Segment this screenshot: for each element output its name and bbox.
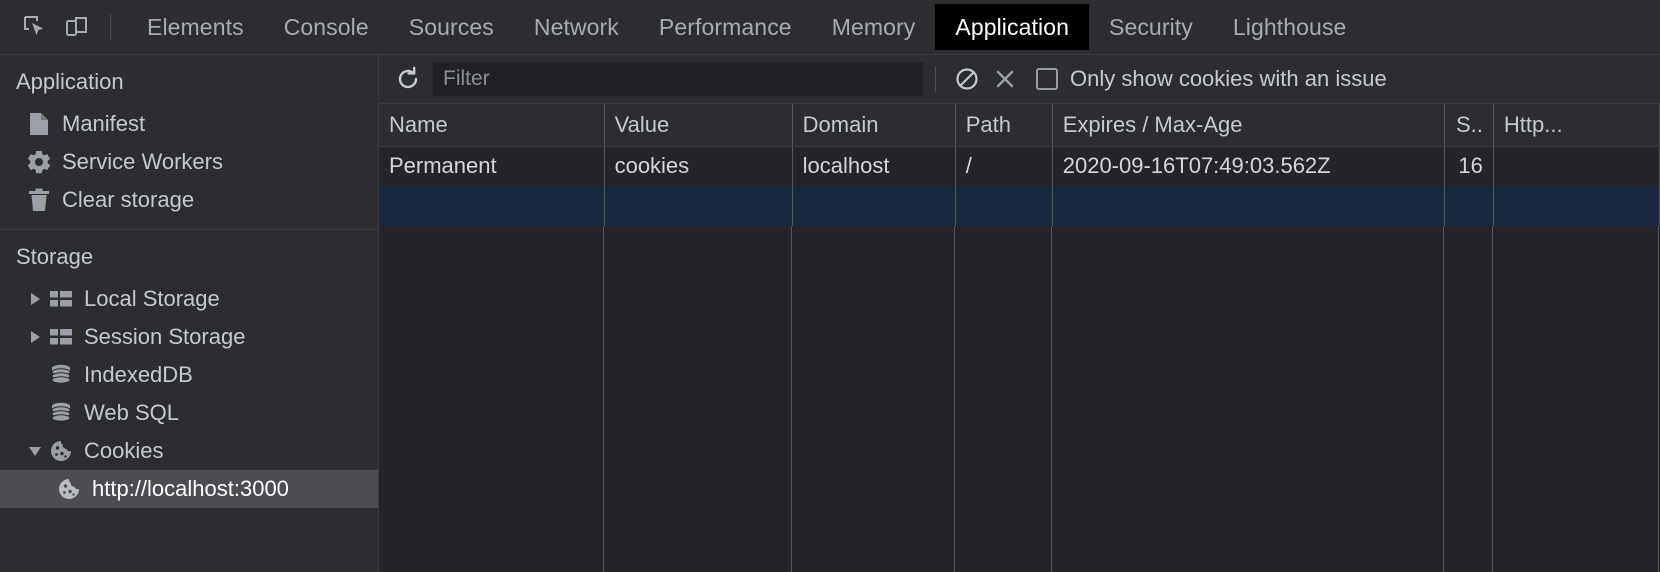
column-header-path[interactable]: Path xyxy=(955,104,1053,147)
chevron-right-icon[interactable] xyxy=(24,293,46,305)
database-icon xyxy=(46,401,76,425)
sidebar-item-label: Manifest xyxy=(62,111,146,136)
filler-column xyxy=(792,226,955,572)
devtools-tab-bar: Elements Console Sources Network Perform… xyxy=(0,0,1660,55)
cookie-icon xyxy=(46,439,76,463)
cell-domain: localhost xyxy=(792,146,956,186)
sidebar-item-manifest[interactable]: Manifest xyxy=(0,105,378,143)
cell-path xyxy=(955,186,1053,226)
cookies-table: Name Value Domain Path Expires / Max-Age… xyxy=(379,104,1660,226)
filler-column xyxy=(1493,226,1659,572)
sidebar-item-web-sql[interactable]: Web SQL xyxy=(0,394,378,432)
cookie-icon xyxy=(54,477,84,501)
devtools-body: Application Manifest Service xyxy=(0,55,1660,572)
sidebar-item-label: Local Storage xyxy=(84,286,220,311)
chevron-right-icon[interactable] xyxy=(24,331,46,343)
sidebar-item-indexeddb[interactable]: IndexedDB xyxy=(0,356,378,394)
cookies-panel: Only show cookies with an issue xyxy=(379,55,1660,572)
cell-value xyxy=(604,186,793,226)
filler-column xyxy=(955,226,1052,572)
sidebar-section-application-title: Application xyxy=(16,69,124,94)
sidebar-item-cookie-origin[interactable]: http://localhost:3000 xyxy=(0,470,378,508)
column-header-httponly[interactable]: Http... xyxy=(1493,104,1660,147)
sidebar-item-label: IndexedDB xyxy=(84,362,193,387)
cell-size: 16 xyxy=(1444,146,1494,186)
refresh-icon[interactable] xyxy=(389,60,427,98)
sidebar-divider xyxy=(0,229,378,230)
sidebar-item-session-storage[interactable]: Session Storage xyxy=(0,318,378,356)
device-toolbar-icon[interactable] xyxy=(56,6,98,48)
tab-application[interactable]: Application xyxy=(935,4,1089,50)
table-row[interactable] xyxy=(379,186,1660,226)
sidebar-section-storage-title: Storage xyxy=(16,244,94,269)
toolbar-separator xyxy=(935,66,936,92)
trash-icon xyxy=(24,188,54,212)
cell-name xyxy=(379,186,605,226)
tab-sources[interactable]: Sources xyxy=(408,13,494,40)
column-header-size[interactable]: S.. xyxy=(1444,104,1494,147)
filler-column xyxy=(1444,226,1493,572)
toolbar-divider xyxy=(110,14,111,40)
gear-icon xyxy=(24,150,54,174)
cookies-table-wrapper: Name Value Domain Path Expires / Max-Age… xyxy=(379,103,1660,572)
table-empty-area xyxy=(379,226,1660,572)
filler-column xyxy=(1052,226,1444,572)
sidebar-item-label: Cookies xyxy=(84,438,164,463)
cell-path: / xyxy=(955,146,1053,186)
application-sidebar: Application Manifest Service xyxy=(0,55,379,572)
cookies-toolbar: Only show cookies with an issue xyxy=(379,55,1660,103)
cell-expires xyxy=(1052,186,1445,226)
table-row[interactable]: Permanent cookies localhost / 2020-09-16… xyxy=(379,146,1660,186)
cell-httponly xyxy=(1493,186,1660,226)
delete-cookie-icon[interactable] xyxy=(986,60,1024,98)
sidebar-item-label: Session Storage xyxy=(84,324,246,349)
cell-expires: 2020-09-16T07:49:03.562Z xyxy=(1052,146,1445,186)
tab-lighthouse[interactable]: Lighthouse xyxy=(1232,13,1347,40)
manifest-document-icon xyxy=(24,112,54,136)
cell-domain xyxy=(792,186,956,226)
only-issues-label: Only show cookies with an issue xyxy=(1070,66,1387,91)
tab-console[interactable]: Console xyxy=(283,13,369,40)
database-icon xyxy=(46,363,76,387)
inspect-element-icon[interactable] xyxy=(14,6,56,48)
sidebar-item-cookies[interactable]: Cookies xyxy=(0,432,378,470)
column-header-value[interactable]: Value xyxy=(604,104,793,147)
panel-tabs: Elements Console Sources Network Perform… xyxy=(127,0,1366,55)
sidebar-item-label: Web SQL xyxy=(84,400,179,425)
sidebar-item-label: Service Workers xyxy=(62,149,223,174)
sidebar-item-label: Clear storage xyxy=(62,187,195,212)
tab-security[interactable]: Security xyxy=(1109,13,1193,40)
sidebar-item-service-workers[interactable]: Service Workers xyxy=(0,143,378,181)
column-header-name[interactable]: Name xyxy=(379,104,605,147)
tab-elements[interactable]: Elements xyxy=(147,13,244,40)
table-grid-icon xyxy=(46,289,76,309)
clear-all-cookies-icon[interactable] xyxy=(948,60,986,98)
column-header-expires[interactable]: Expires / Max-Age xyxy=(1052,104,1445,147)
cell-size xyxy=(1444,186,1494,226)
table-grid-icon xyxy=(46,327,76,347)
tab-performance[interactable]: Performance xyxy=(658,13,792,40)
tab-memory[interactable]: Memory xyxy=(831,13,916,40)
filler-column xyxy=(379,226,604,572)
filler-column xyxy=(604,226,792,572)
tab-network[interactable]: Network xyxy=(533,13,619,40)
sidebar-item-label: http://localhost:3000 xyxy=(92,476,289,501)
cookies-table-body: Permanent cookies localhost / 2020-09-16… xyxy=(379,146,1660,226)
cell-httponly xyxy=(1493,146,1660,186)
sidebar-item-clear-storage[interactable]: Clear storage xyxy=(0,181,378,219)
checkbox-box-icon[interactable] xyxy=(1036,68,1058,90)
filter-input[interactable] xyxy=(433,62,923,96)
cell-value: cookies xyxy=(604,146,793,186)
table-header-row: Name Value Domain Path Expires / Max-Age… xyxy=(379,104,1660,147)
cell-name: Permanent xyxy=(379,146,605,186)
only-issues-checkbox[interactable]: Only show cookies with an issue xyxy=(1036,66,1387,92)
chevron-down-icon[interactable] xyxy=(24,446,46,456)
column-header-domain[interactable]: Domain xyxy=(792,104,956,147)
cookies-table-head: Name Value Domain Path Expires / Max-Age… xyxy=(379,104,1660,147)
sidebar-item-local-storage[interactable]: Local Storage xyxy=(0,280,378,318)
